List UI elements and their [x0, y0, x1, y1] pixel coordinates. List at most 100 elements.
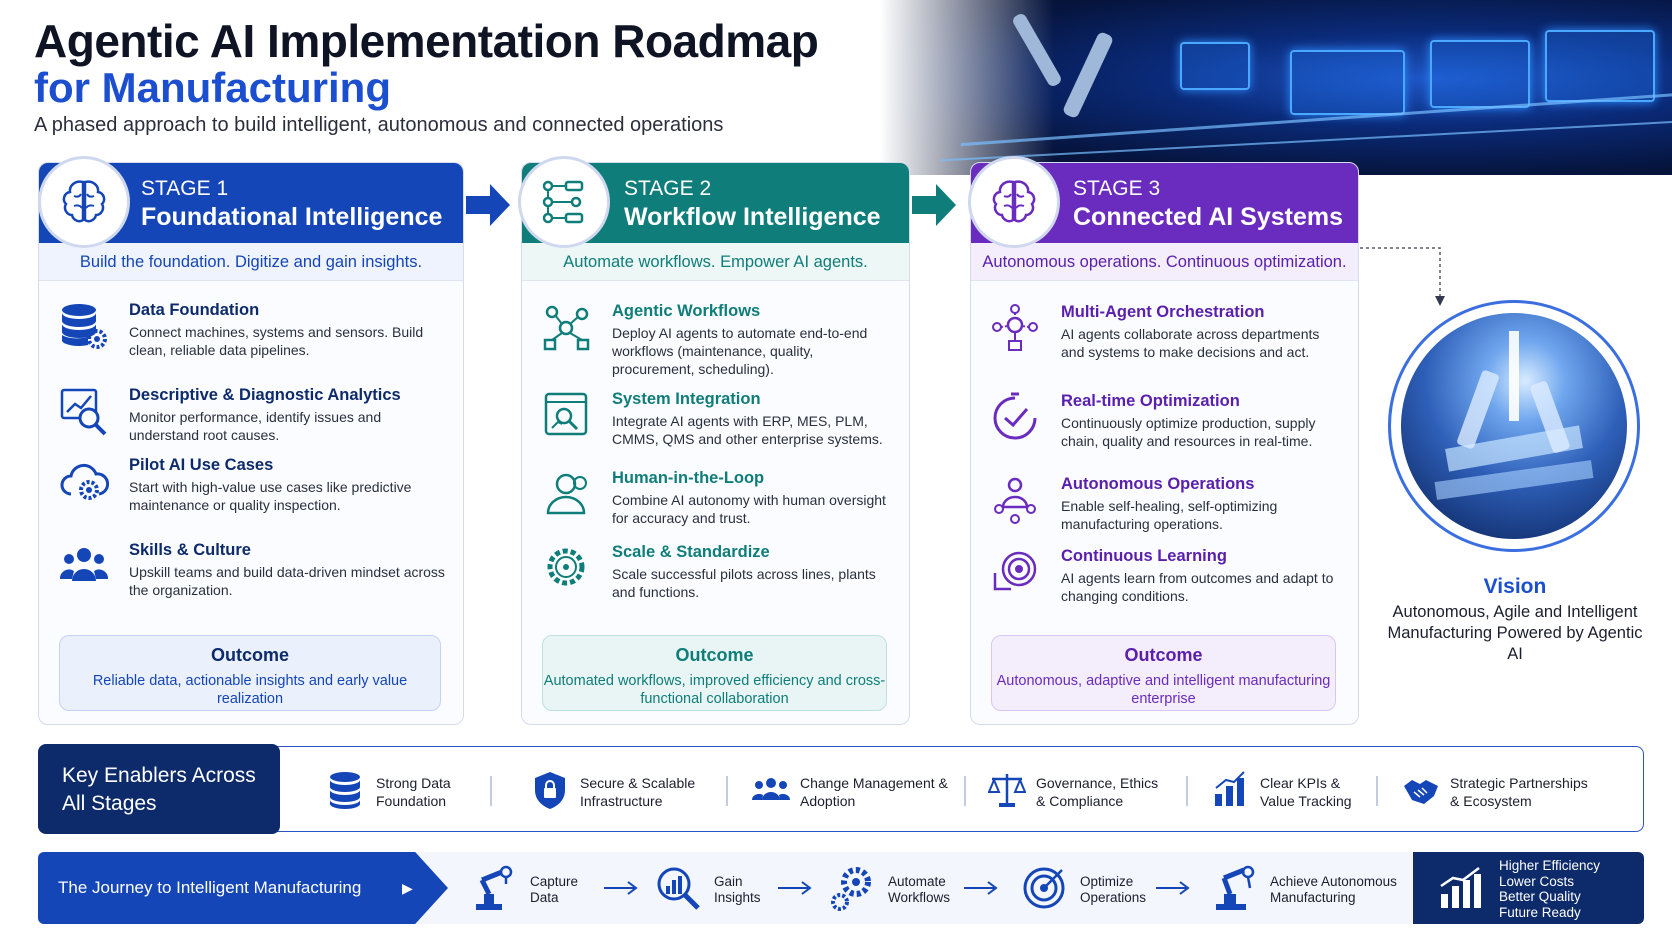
item-desc: Connect machines, systems and sensors. B…	[129, 324, 424, 358]
page-title-line2: for Manufacturing	[34, 64, 391, 111]
stage-title: Workflow Intelligence	[624, 203, 881, 231]
enabler-divider	[964, 776, 966, 806]
enabler-text: Strong Data Foundation	[376, 775, 451, 809]
arrow-right-icon	[1156, 881, 1190, 895]
stage-outcome: Outcome Reliable data, actionable insigh…	[59, 635, 441, 711]
journey-label: The Journey to Intelligent Manufacturing…	[38, 852, 448, 924]
vision-text: Autonomous, Agile and Intelligent Manufa…	[1387, 603, 1643, 663]
page-title: Agentic AI Implementation Roadmap	[34, 15, 819, 67]
journey-step-text: Optimize Operations	[1080, 874, 1147, 905]
enabler-text: Governance, Ethics & Compliance	[1036, 775, 1159, 809]
brain-icon	[992, 180, 1036, 223]
stage-3-badge	[968, 156, 1060, 248]
item-title: Human-in-the-Loop	[612, 469, 765, 487]
orchestration-icon	[992, 304, 1038, 351]
vision-image	[1388, 300, 1640, 552]
journey-step-text: Capture Data	[530, 874, 579, 905]
item-desc: Monitor performance, identify issues and…	[129, 409, 382, 443]
item-desc: Start with high-value use cases like pre…	[129, 479, 412, 513]
hero-factory-image	[880, 0, 1672, 175]
stage-number: STAGE 3	[1073, 177, 1161, 200]
stage-3-column: STAGE 3 Connected AI Systems Autonomous …	[970, 162, 1359, 725]
stage-tagline: Build the foundation. Digitize and gain …	[39, 243, 463, 281]
item-title: Autonomous Operations	[1061, 475, 1255, 493]
enabler-divider	[726, 776, 728, 806]
journey-step-text: Achieve Autonomous Manufacturing	[1270, 874, 1397, 905]
item-title: Real-time Optimization	[1061, 392, 1240, 410]
arrow-right-icon	[964, 881, 998, 895]
growth-chart-icon	[1440, 867, 1481, 908]
target-icon	[1023, 867, 1065, 909]
journey-label-text: The Journey to Intelligent Manufacturing	[58, 878, 362, 897]
stage-number: STAGE 1	[141, 177, 229, 200]
database-icon	[330, 772, 360, 809]
stage-title: Foundational Intelligence	[141, 203, 443, 231]
outcome-text: Automated workflows, improved efficiency…	[543, 673, 886, 707]
stage-2-badge	[518, 156, 610, 248]
agent-network-icon	[543, 305, 590, 351]
enabler-text: Clear KPIs & Value Tracking	[1260, 775, 1352, 809]
robot-arm-icon	[476, 865, 513, 910]
item-title: Skills & Culture	[129, 541, 251, 559]
journey-step-text: Automate Workflows	[888, 874, 951, 905]
stage-2-column: STAGE 2 Workflow Intelligence Automate w…	[521, 162, 910, 725]
item-title: Pilot AI Use Cases	[129, 456, 274, 474]
item-desc: Upskill teams and build data-driven mind…	[129, 564, 445, 598]
result-item: Lower Costs	[1499, 873, 1575, 889]
analytics-magnifier-icon	[60, 388, 107, 436]
scales-icon	[988, 774, 1026, 807]
database-gear-icon	[62, 304, 107, 349]
outcome-title: Outcome	[210, 645, 289, 665]
enabler-divider	[1186, 776, 1188, 806]
journey-step-text: Gain Insights	[714, 874, 761, 905]
item-desc: Combine AI autonomy with human oversight…	[612, 492, 886, 526]
outcome-title: Outcome	[1124, 645, 1203, 665]
workflow-icon	[542, 180, 584, 224]
result-item: Future Ready	[1499, 904, 1581, 920]
outcome-text: Autonomous, adaptive and intelligent man…	[996, 673, 1331, 707]
bar-chart-icon	[1215, 771, 1245, 806]
stage-1-badge	[38, 156, 130, 248]
robot-arm-icon	[1216, 865, 1255, 910]
outcome-text: Reliable data, actionable insights and e…	[92, 673, 408, 707]
item-title: System Integration	[612, 390, 761, 408]
result-item: Better Quality	[1499, 889, 1581, 904]
item-title: Descriptive & Diagnostic Analytics	[129, 386, 401, 404]
enabler-text: Secure & Scalable Infrastructure	[580, 775, 696, 809]
stage-arrow-icon	[466, 184, 510, 226]
enabler-divider	[490, 776, 492, 806]
gears-icon	[831, 867, 871, 911]
chevron-right-icon: ▶	[402, 880, 413, 896]
enabler-text: Strategic Partnerships & Ecosystem	[1450, 775, 1588, 809]
integration-icon	[544, 392, 588, 436]
stage-outcome: Outcome Automated workflows, improved ef…	[542, 635, 887, 711]
handshake-icon	[1404, 780, 1438, 804]
stage-arrow-icon	[912, 184, 956, 226]
item-desc: Scale successful pilots across lines, pl…	[612, 566, 876, 600]
brain-icon	[62, 180, 106, 223]
stage-title: Connected AI Systems	[1073, 203, 1343, 231]
stage-tagline: Automate workflows. Empower AI agents.	[522, 243, 909, 281]
page-subtitle: A phased approach to build intelligent, …	[34, 114, 724, 136]
shield-lock-icon	[535, 772, 565, 809]
gear-network-icon	[547, 548, 585, 586]
item-desc: AI agents learn from outcomes and adapt …	[1061, 570, 1334, 604]
arrow-right-icon	[778, 881, 812, 895]
stage-1-column: STAGE 1 Foundational Intelligence Build …	[38, 162, 464, 725]
item-desc: Integrate AI agents with ERP, MES, PLM, …	[612, 413, 883, 447]
item-title: Multi-Agent Orchestration	[1061, 303, 1265, 321]
target-loop-icon	[993, 551, 1037, 591]
result-item: Higher Efficiency	[1499, 858, 1601, 873]
enabler-text: Change Management & Adoption	[800, 775, 948, 809]
stage-number: STAGE 2	[624, 177, 712, 200]
journey-result-list: Higher Efficiency Lower Costs Better Qua…	[1499, 858, 1600, 920]
stage-tagline: Autonomous operations. Continuous optimi…	[971, 243, 1358, 281]
item-desc: Deploy AI agents to automate end-to-end …	[612, 325, 868, 377]
item-desc: Enable self-healing, self-optimizing man…	[1061, 498, 1278, 532]
outcome-title: Outcome	[675, 645, 754, 665]
human-icon	[546, 473, 587, 515]
cloud-gear-icon	[60, 463, 109, 500]
people-icon	[752, 778, 790, 800]
arrow-right-icon	[604, 881, 638, 895]
item-desc: Continuously optimize production, supply…	[1061, 415, 1316, 449]
